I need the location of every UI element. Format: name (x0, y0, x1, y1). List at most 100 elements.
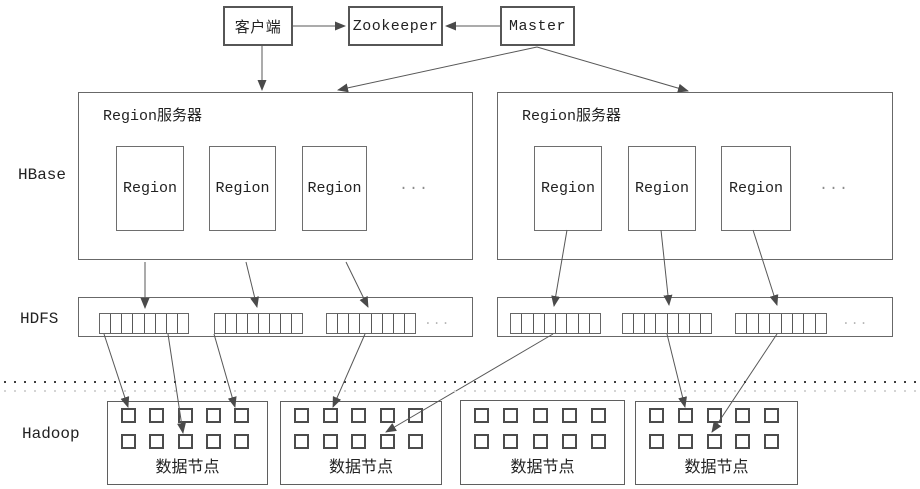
hdfs-block-cell (736, 314, 748, 333)
datanode-label: 数据节点 (684, 459, 749, 477)
hdfs-block-cell (338, 314, 350, 333)
hdfs-block-cell (167, 314, 178, 333)
datanode-square (149, 408, 165, 423)
datanode-square (677, 408, 693, 423)
hdfs-block-cell (623, 314, 635, 333)
datanode-square (503, 408, 519, 423)
datanode-square (706, 408, 722, 423)
region-server-left: Region服务器 Region Region Region ... (78, 92, 473, 260)
datanode-square-row (649, 408, 779, 423)
hdfs-block-cell (259, 314, 270, 333)
datanode-square (735, 408, 751, 423)
region-box-label: Region (634, 180, 689, 197)
master-node-label: Master (508, 17, 566, 35)
datanode-square (322, 408, 338, 423)
hdfs-container-left: ... (78, 297, 473, 337)
hdfs-block-cell (372, 314, 383, 333)
datanode-square (561, 434, 577, 449)
datanode-square-row (121, 408, 249, 423)
datanode-square-row (294, 408, 423, 423)
hdfs-block-cell (816, 314, 826, 333)
hdfs-block-cell (270, 314, 281, 333)
datanode-square (351, 434, 366, 449)
datanode-square-row (474, 408, 606, 423)
hdfs-block-cell (327, 314, 339, 333)
hdfs-block-cell (747, 314, 759, 333)
datanode-label: 数据节点 (328, 459, 393, 477)
hdfs-block-cell (590, 314, 600, 333)
hdfs-block-strip (214, 313, 303, 334)
datanode-square (379, 408, 395, 423)
hdfs-block-strip (99, 313, 189, 334)
datanode-square (234, 434, 249, 449)
hdfs-block-cell (248, 314, 259, 333)
datanode-label: 数据节点 (155, 459, 220, 477)
datanode-square (591, 408, 606, 423)
hdfs-block-cell (178, 314, 188, 333)
datanode-square (706, 434, 722, 449)
region-server-right: Region服务器 Region Region Region ... (497, 92, 893, 260)
connector-arrow (536, 46, 689, 93)
hdfs-block-cell (156, 314, 167, 333)
datanode-square (177, 408, 193, 423)
datanode-square (408, 434, 423, 449)
hdfs-block-cell (534, 314, 545, 333)
hdfs-block-cell (511, 314, 523, 333)
datanode-square (735, 434, 751, 449)
datanode-square (474, 408, 489, 423)
datanode-square (379, 434, 395, 449)
hdfs-block-cell (349, 314, 361, 333)
hdfs-block-cell (226, 314, 237, 333)
hdfs-block-strip (326, 313, 416, 334)
zookeeper-node: Zookeeper (348, 6, 443, 46)
hdfs-block-cell (281, 314, 292, 333)
datanode-square (205, 408, 221, 423)
hdfs-block-cell (383, 314, 394, 333)
hdfs-block-strip (735, 313, 827, 334)
datanode-box: 数据节点 (107, 401, 268, 485)
region-server-title: Region服务器 (522, 108, 622, 125)
hdfs-container-right: ... (497, 297, 893, 337)
region-box-label: Region (540, 180, 595, 197)
hdfs-block-cell (567, 314, 579, 333)
datanode-square (561, 408, 577, 423)
hdfs-block-cell (656, 314, 668, 333)
zookeeper-node-label: Zookeeper (352, 17, 439, 35)
connector-arrow (213, 333, 237, 408)
connector-arrow (332, 333, 366, 408)
region-box-label: Region (215, 180, 270, 197)
datanode-square (649, 434, 664, 449)
region-box: Region (721, 146, 791, 231)
connector-arrow (666, 333, 687, 408)
region-box-label: Region (122, 180, 177, 197)
hdfs-block-cell (759, 314, 771, 333)
datanode-square (408, 408, 423, 423)
datanode-square (322, 434, 338, 449)
hdfs-block-cell (292, 314, 302, 333)
datanode-square (234, 408, 249, 423)
region-ellipsis: ... (399, 177, 430, 194)
region-box-label: Region (307, 180, 362, 197)
datanode-square-row (294, 434, 423, 449)
hdfs-block-cell (645, 314, 657, 333)
datanode-square (503, 434, 519, 449)
datanode-square-row (121, 434, 249, 449)
datanode-label: 数据节点 (510, 459, 575, 477)
region-box: Region (209, 146, 276, 231)
hdfs-block-cell (122, 314, 134, 333)
hdfs-block-cell (394, 314, 405, 333)
hdfs-layer-label: HDFS (20, 310, 59, 328)
hdfs-block-cell (556, 314, 568, 333)
region-box: Region (302, 146, 367, 231)
hdfs-block-cell (215, 314, 226, 333)
hdfs-block-cell (133, 314, 145, 333)
datanode-square (532, 408, 548, 423)
datanode-square (591, 434, 606, 449)
hdfs-block-cell (522, 314, 534, 333)
hdfs-ellipsis: ... (424, 313, 451, 328)
datanode-square (149, 434, 165, 449)
hdfs-block-cell (237, 314, 248, 333)
datanode-square (474, 434, 489, 449)
region-box-label: Region (728, 180, 783, 197)
region-box: Region (628, 146, 696, 231)
